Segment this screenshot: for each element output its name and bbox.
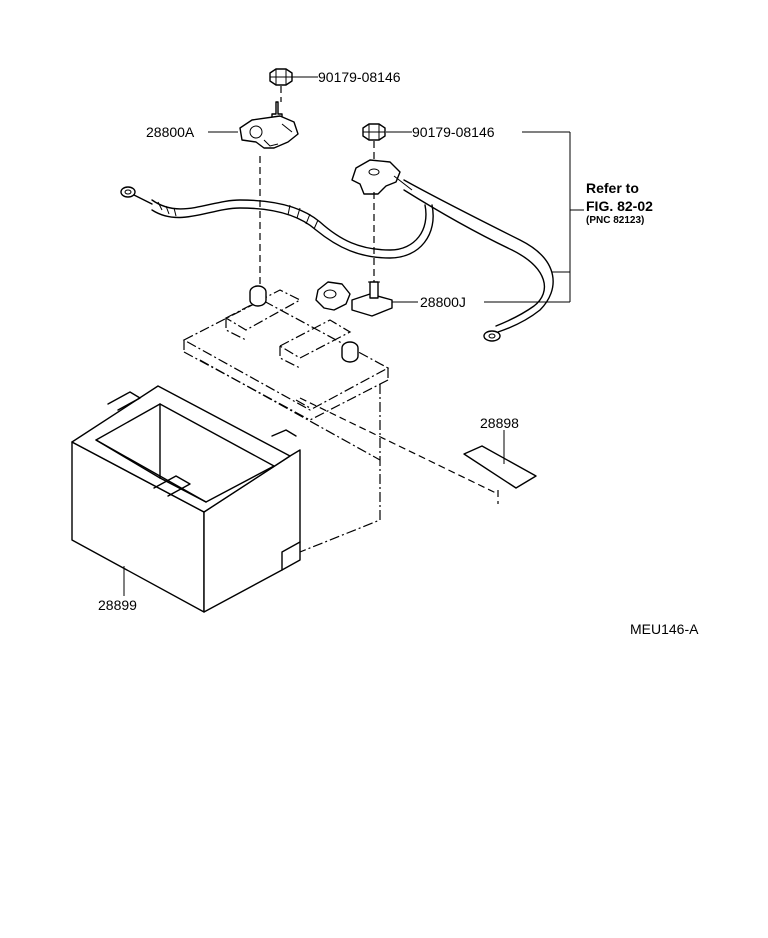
label-nut-top: 90179-08146 xyxy=(318,69,401,85)
nut-right xyxy=(362,123,386,141)
label-tray: 28899 xyxy=(98,597,137,613)
refer-line-2: FIG. 82-02 xyxy=(586,198,653,214)
battery-tray xyxy=(71,385,301,613)
label-nut-right: 90179-08146 xyxy=(412,124,495,140)
cable-negative-connector xyxy=(351,159,413,195)
clamp-positive xyxy=(239,101,299,149)
guide-sticker xyxy=(299,397,499,495)
nut-top xyxy=(269,68,293,86)
figure-code: MEU146-A xyxy=(630,621,699,637)
label-clamp-negative: 28800J xyxy=(420,294,466,310)
refer-bracket xyxy=(522,131,584,302)
sticker xyxy=(463,445,537,489)
refer-line-3: (PNC 82123) xyxy=(586,215,644,226)
label-clamp-positive: 28800A xyxy=(146,124,195,140)
clamp-negative xyxy=(315,281,393,317)
cable-positive xyxy=(120,186,434,259)
label-sticker: 28898 xyxy=(480,415,519,431)
terminal-negative xyxy=(341,341,359,363)
terminal-positive xyxy=(249,285,267,307)
battery xyxy=(182,289,390,553)
cable-negative xyxy=(403,179,554,342)
refer-line-1: Refer to xyxy=(586,180,639,196)
